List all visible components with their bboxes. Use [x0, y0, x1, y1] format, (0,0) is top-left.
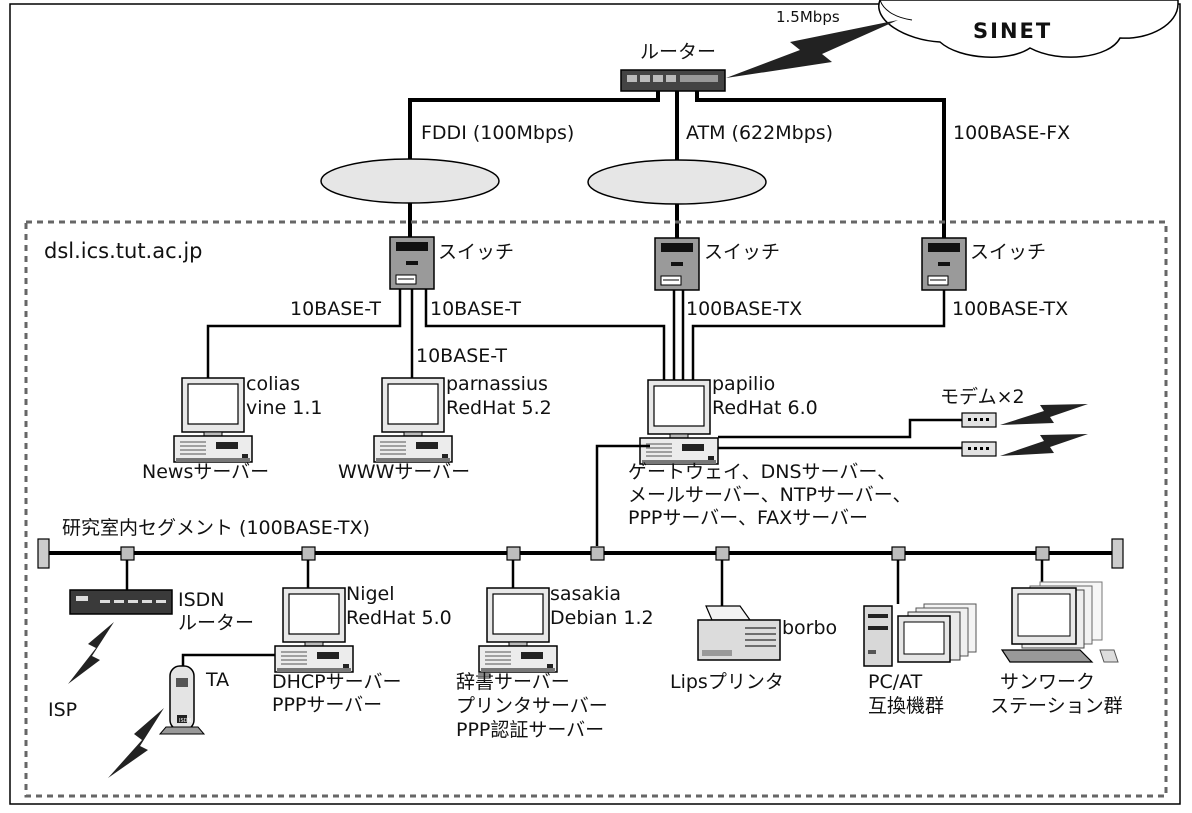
switch-3-label: スイッチ — [970, 241, 1046, 263]
sw1-left-label: 10BASE-T — [290, 298, 381, 320]
wan-link-bolt — [726, 20, 898, 78]
segment-end-right — [1111, 538, 1124, 569]
atm-label: ATM (622Mbps) — [686, 122, 833, 144]
fddi-ring — [320, 158, 500, 204]
top-router — [620, 69, 726, 92]
ta-label: TA — [205, 669, 229, 691]
nigel-os: RedHat 5.0 — [346, 607, 452, 629]
printer-device — [697, 605, 781, 661]
colias-role: Newsサーバー — [142, 461, 269, 483]
domain-label: dsl.ics.tut.ac.jp — [44, 239, 202, 263]
sw1-right-label: 10BASE-T — [430, 298, 521, 320]
sasakia-role-1: 辞書サーバー — [456, 671, 570, 693]
sasakia-role-3: PPP認証サーバー — [456, 719, 604, 741]
segment-end-left — [37, 538, 50, 569]
isdn-router-line2: ルーター — [178, 612, 254, 634]
ta-badge: ISDN — [179, 718, 191, 724]
isdn-router — [69, 589, 173, 615]
fddi-label: FDDI (100Mbps) — [421, 122, 574, 144]
host-papilio — [639, 379, 719, 465]
sw2-link-label: 100BASE-TX — [686, 298, 802, 320]
top-router-label: ルーター — [640, 41, 716, 63]
modem-2-bolt — [1000, 434, 1088, 456]
page-frame — [9, 3, 1181, 805]
sw1-mid-label: 10BASE-T — [416, 345, 507, 367]
sw1-to-papilio — [424, 289, 666, 382]
pc-group-line1: PC/AT — [868, 671, 923, 693]
sw3-link-label: 100BASE-TX — [952, 298, 1068, 320]
fddi-wire — [408, 91, 660, 160]
isp-label: ISP — [48, 699, 77, 721]
printer-name: borbo — [782, 617, 837, 639]
wan-speed-label: 1.5Mbps — [776, 8, 840, 26]
nigel-name: Nigel — [346, 583, 395, 605]
host-colias — [173, 377, 253, 463]
sinet-cloud: SINET — [878, 0, 1179, 58]
segment-label: 研究室内セグメント (100BASE-TX) — [62, 517, 370, 539]
nigel-role-2: PPPサーバー — [272, 694, 382, 716]
sun-workstation-group — [1000, 581, 1119, 663]
switch-1 — [389, 236, 435, 290]
switch-3 — [921, 237, 967, 291]
papilio-role-2: メールサーバー、NTPサーバー、 — [628, 484, 912, 506]
sun-group-line1: サンワーク — [1000, 671, 1095, 693]
papilio-name: papilio — [712, 373, 775, 395]
sun-group-line2: ステーション群 — [990, 695, 1123, 717]
sw1-to-colias — [206, 289, 402, 378]
sinet-label: SINET — [973, 19, 1052, 43]
sasakia-name: sasakia — [550, 583, 621, 605]
colias-os: vine 1.1 — [246, 397, 323, 419]
host-nigel — [274, 587, 354, 673]
papilio-os: RedHat 6.0 — [712, 397, 818, 419]
switch-2 — [654, 237, 700, 291]
pc-at-group — [863, 603, 977, 667]
domain-boundary — [24, 220, 1168, 798]
sw3-to-papilio — [691, 290, 946, 382]
switch-2-label: スイッチ — [704, 241, 780, 263]
fx-wire — [695, 91, 946, 238]
sasakia-role-2: プリンタサーバー — [456, 695, 608, 717]
isdn-router-line1: ISDN — [178, 589, 225, 611]
papilio-to-segment — [595, 444, 650, 546]
nigel-role-1: DHCPサーバー — [272, 671, 401, 693]
modem-2 — [961, 441, 997, 457]
switch-1-label: スイッチ — [438, 241, 514, 263]
ta-device: ISDN — [158, 665, 206, 735]
parnassius-os: RedHat 5.2 — [446, 397, 552, 419]
host-sasakia — [478, 587, 558, 673]
sasakia-os: Debian 1.2 — [550, 607, 654, 629]
colias-name: colias — [246, 373, 300, 395]
nigel-to-ta — [181, 653, 275, 666]
papilio-to-modem-1 — [718, 418, 962, 439]
isp-bolt — [68, 622, 114, 684]
modem-label: モデム×2 — [940, 386, 1025, 408]
parnassius-role: WWWサーバー — [338, 461, 470, 483]
host-parnassius — [373, 377, 453, 463]
ta-bolt — [108, 708, 164, 778]
modem-1 — [961, 412, 997, 428]
printer-label: Lipsプリンタ — [670, 671, 784, 693]
pc-group-line2: 互換機群 — [868, 695, 944, 717]
parnassius-name: parnassius — [446, 373, 548, 395]
papilio-role-1: ゲートウェイ、DNSサーバー、 — [628, 461, 896, 483]
fx-label: 100BASE-FX — [953, 122, 1070, 144]
papilio-role-3: PPPサーバー、FAXサーバー — [628, 507, 868, 529]
atm-ring — [587, 159, 767, 205]
modem-1-bolt — [1000, 404, 1088, 425]
